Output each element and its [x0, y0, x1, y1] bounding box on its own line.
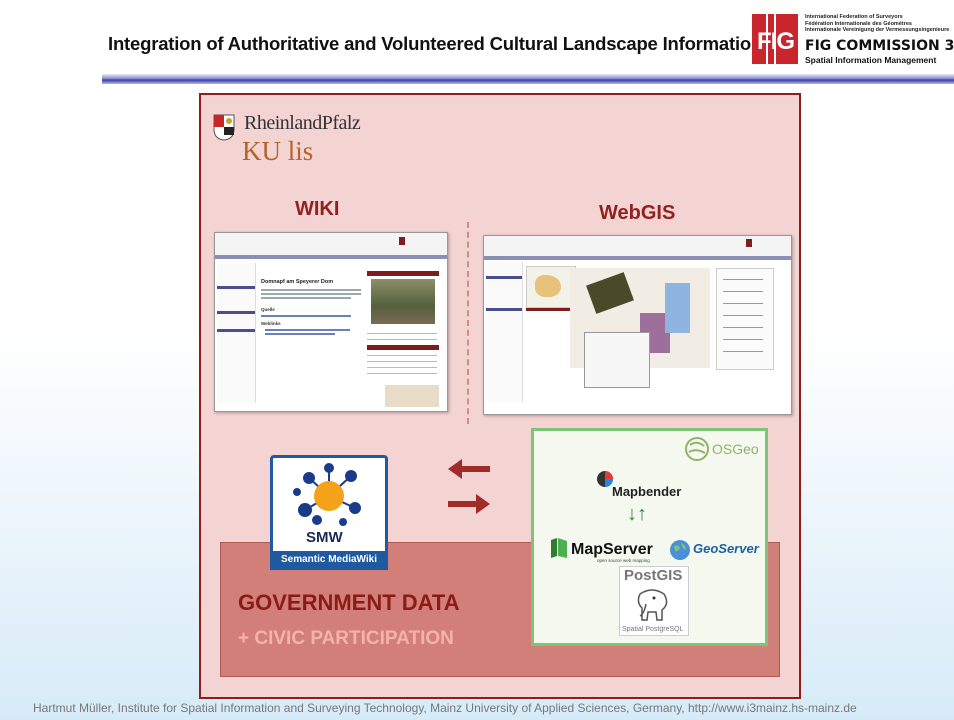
- smw-caption: Semantic MediaWiki: [280, 554, 378, 565]
- civic-participation-label: + CIVIC PARTICIPATION: [238, 628, 454, 649]
- slide-title: Integration of Authoritative and Volunte…: [108, 33, 763, 54]
- mapbender-label: Mapbender: [612, 484, 682, 499]
- fig-logo: FIG: [752, 14, 798, 64]
- header-rule: [102, 74, 954, 84]
- geoserver-label: GeoServer: [693, 541, 759, 556]
- section-divider: [467, 222, 469, 424]
- webgis-overview-map: [526, 266, 576, 308]
- mapserver-icon: [551, 538, 567, 558]
- arrow-left-icon: [448, 459, 490, 479]
- fig-commission-label: FIG COMMISSION 3: [805, 38, 954, 54]
- fig-federation-names: International Federation of Surveyors Fé…: [805, 14, 950, 33]
- osgeo-icon: [685, 437, 709, 461]
- wiki-screenshot: Domnapf am Speyerer Dom Quelle Weblinks: [214, 232, 448, 412]
- rlp-coat-of-arms-icon: [213, 114, 235, 141]
- up-down-arrows-icon: ↓↑: [627, 503, 647, 525]
- mapserver-label: MapServer: [571, 541, 653, 558]
- wiki-fountain-photo: [371, 279, 435, 324]
- government-data-label: GOVERNMENT DATA: [238, 590, 460, 615]
- arrow-right-icon: [448, 494, 490, 514]
- geoserver-globe-icon: [670, 540, 690, 560]
- mapserver-tagline: open source web mapping: [597, 558, 650, 563]
- webgis-popup: [584, 332, 650, 388]
- webgis-screenshot: [483, 235, 792, 415]
- mapbender-icon: [597, 471, 613, 487]
- footer-credit: Hartmut Müller, Institute for Spatial In…: [33, 701, 857, 715]
- fig-logo-text: FIG: [757, 28, 795, 55]
- osgeo-label: OSGeo: [712, 441, 759, 457]
- rheinland-pfalz-logo-text: RheinlandPfalz: [244, 112, 361, 134]
- postgis-tagline: Spatial PostgreSQL: [622, 626, 684, 633]
- wiki-weblinks-heading: Weblinks: [261, 321, 281, 326]
- webgis-legend-panel: [716, 268, 774, 370]
- wiki-article-heading: Domnapf am Speyerer Dom: [261, 279, 334, 285]
- smw-logo-text: SMW: [306, 529, 343, 546]
- smw-molecule-icon: [293, 463, 361, 526]
- webgis-label: WebGIS: [599, 202, 676, 224]
- kulis-logo-text: KU lis: [242, 136, 314, 166]
- smw-caption-band: [270, 551, 388, 570]
- wiki-mini-map: [385, 385, 439, 407]
- wiki-quelle-heading: Quelle: [261, 307, 275, 312]
- wiki-label: WIKI: [295, 198, 340, 220]
- postgis-label: PostGIS: [624, 567, 683, 584]
- postgresql-elephant-icon: [637, 589, 668, 621]
- fig-commission-subtitle: Spatial Information Management: [805, 55, 937, 65]
